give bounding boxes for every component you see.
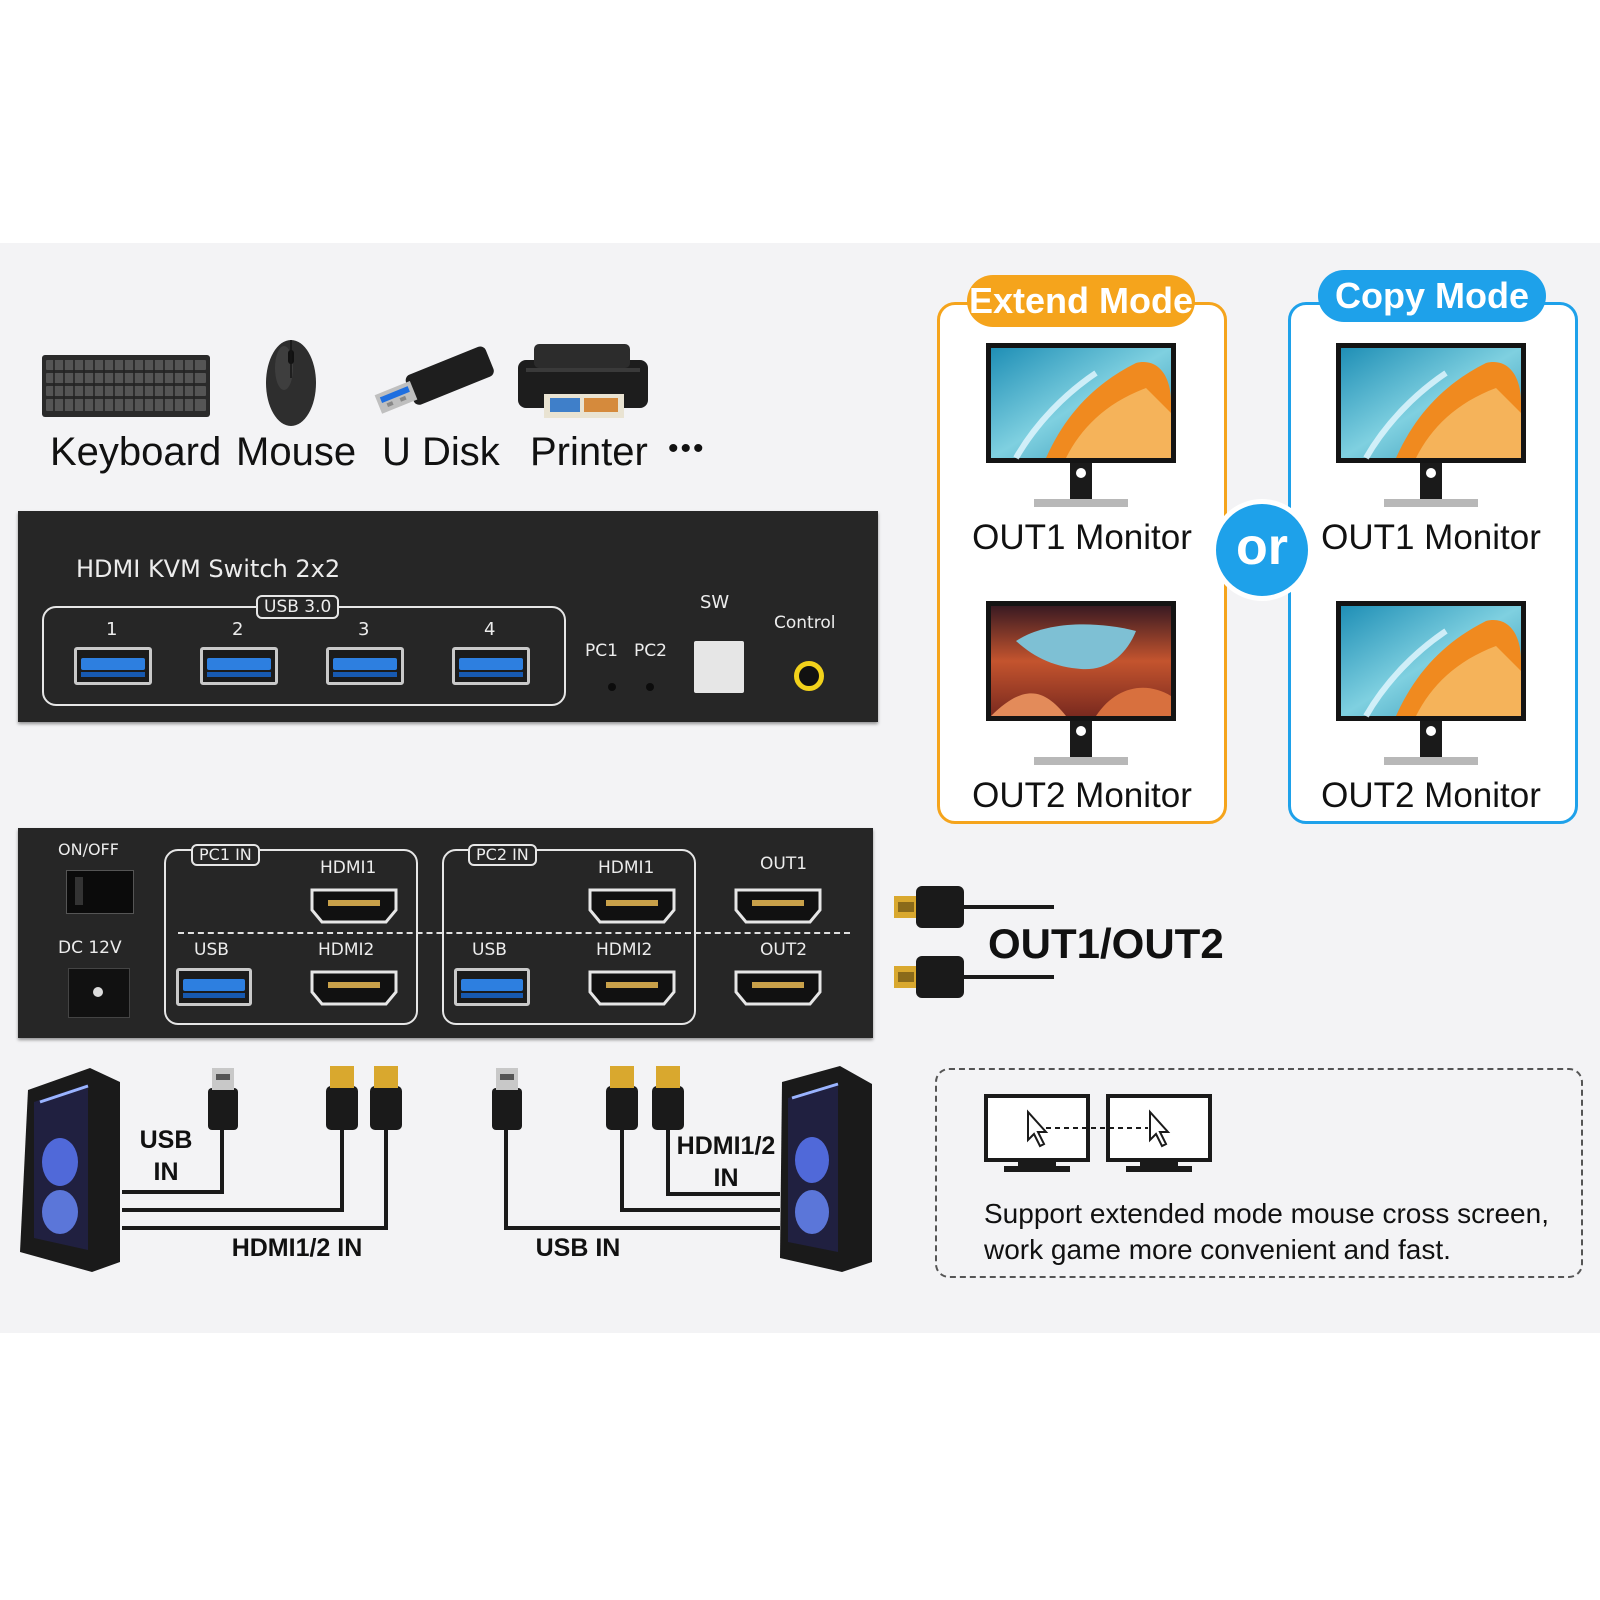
left-pc-tower [20, 1068, 120, 1272]
pc1-hdmi2-port[interactable] [310, 970, 398, 1006]
copy-out1-monitor [1336, 343, 1526, 511]
extend-mode-title: Extend Mode [967, 275, 1195, 327]
copy-out2-label: OUT2 Monitor [1311, 776, 1551, 816]
sw-label: SW [700, 592, 729, 613]
feature-description-line2: work game more convenient and fast. [984, 1232, 1451, 1268]
usb-port-4[interactable] [452, 647, 530, 685]
power-switch[interactable] [66, 870, 134, 914]
copy-mode-title: Copy Mode [1318, 270, 1546, 322]
printer-label: Printer [530, 430, 648, 475]
right-usb-in-label: USB IN [528, 1232, 628, 1264]
pc1-hdmi1-label: HDMI1 [320, 858, 376, 878]
pc2-indicator-label: PC2 [634, 641, 667, 661]
keyboard-label: Keyboard [50, 430, 221, 475]
dc-power-jack[interactable] [68, 968, 130, 1018]
left-hdmi-in-label: HDMI1/2 IN [222, 1232, 372, 1264]
pc1-led [608, 683, 616, 691]
feature-description-line1: Support extended mode mouse cross screen… [984, 1196, 1549, 1232]
u-disk-image [370, 346, 498, 418]
extend-out2-monitor [986, 601, 1176, 769]
right-hdmi-in-label-text: HDMI1/2 IN [677, 1132, 776, 1192]
more-devices-ellipsis: ••• [668, 432, 706, 466]
pc2-hdmi1-port[interactable] [588, 888, 676, 924]
extend-out1-monitor [986, 343, 1176, 511]
mouse-image [264, 338, 318, 428]
copy-out2-monitor [1336, 601, 1526, 769]
port-number-1: 1 [106, 619, 117, 640]
pc2-hdmi2-port[interactable] [588, 970, 676, 1006]
right-hdmi-in-label: HDMI1/2 IN [674, 1130, 778, 1194]
keyboard-image [42, 355, 210, 417]
pc1-usb-port[interactable] [176, 968, 252, 1006]
pc2-usb-label: USB [472, 940, 507, 960]
usb-port-1[interactable] [74, 647, 152, 685]
out2-label: OUT2 [760, 940, 807, 960]
out1-label: OUT1 [760, 854, 807, 874]
dc-label: DC 12V [58, 938, 122, 958]
printer-image [514, 338, 652, 424]
pc2-hdmi1-label: HDMI1 [598, 858, 654, 878]
dual-screen-cursor-icon [984, 1094, 1214, 1176]
pc1-hdmi2-label: HDMI2 [318, 940, 374, 960]
port-number-2: 2 [232, 619, 243, 640]
left-usb-in-label-text: USB IN [140, 1126, 193, 1186]
on-off-label: ON/OFF [58, 840, 119, 859]
dashed-divider [178, 932, 850, 934]
left-usb-in-label: USB IN [136, 1124, 196, 1188]
extend-out2-label: OUT2 Monitor [962, 776, 1202, 816]
port-number-3: 3 [358, 619, 369, 640]
u-disk-label: U Disk [382, 430, 500, 475]
pc2-usb-port[interactable] [454, 968, 530, 1006]
usb3-tag: USB 3.0 [256, 595, 339, 619]
out1-hdmi-port[interactable] [734, 888, 822, 924]
kvm-back-panel: ON/OFF DC 12V PC1 IN HDMI1 USB HDMI2 PC2… [18, 828, 873, 1038]
port-number-4: 4 [484, 619, 495, 640]
mouse-label: Mouse [236, 430, 356, 475]
pc1-in-tag: PC1 IN [191, 844, 260, 866]
control-label: Control [774, 613, 835, 633]
pc2-in-tag: PC2 IN [468, 844, 537, 866]
out1-out2-label: OUT1/OUT2 [988, 920, 1224, 968]
pc1-hdmi1-port[interactable] [310, 888, 398, 924]
pc2-led [646, 683, 654, 691]
or-badge: or [1211, 499, 1313, 601]
copy-out1-label: OUT1 Monitor [1311, 518, 1551, 558]
switch-button[interactable] [694, 641, 744, 693]
control-port[interactable] [794, 661, 824, 691]
out2-hdmi-port[interactable] [734, 970, 822, 1006]
pc1-usb-label: USB [194, 940, 229, 960]
extend-out1-label: OUT1 Monitor [962, 518, 1202, 558]
kvm-front-panel: HDMI KVM Switch 2x2 USB 3.0 1 2 3 4 PC1 … [18, 511, 878, 722]
usb-port-3[interactable] [326, 647, 404, 685]
right-pc-tower [780, 1066, 872, 1272]
usb-port-2[interactable] [200, 647, 278, 685]
pc1-indicator-label: PC1 [585, 641, 618, 661]
device-title: HDMI KVM Switch 2x2 [76, 555, 340, 583]
pc2-hdmi2-label: HDMI2 [596, 940, 652, 960]
